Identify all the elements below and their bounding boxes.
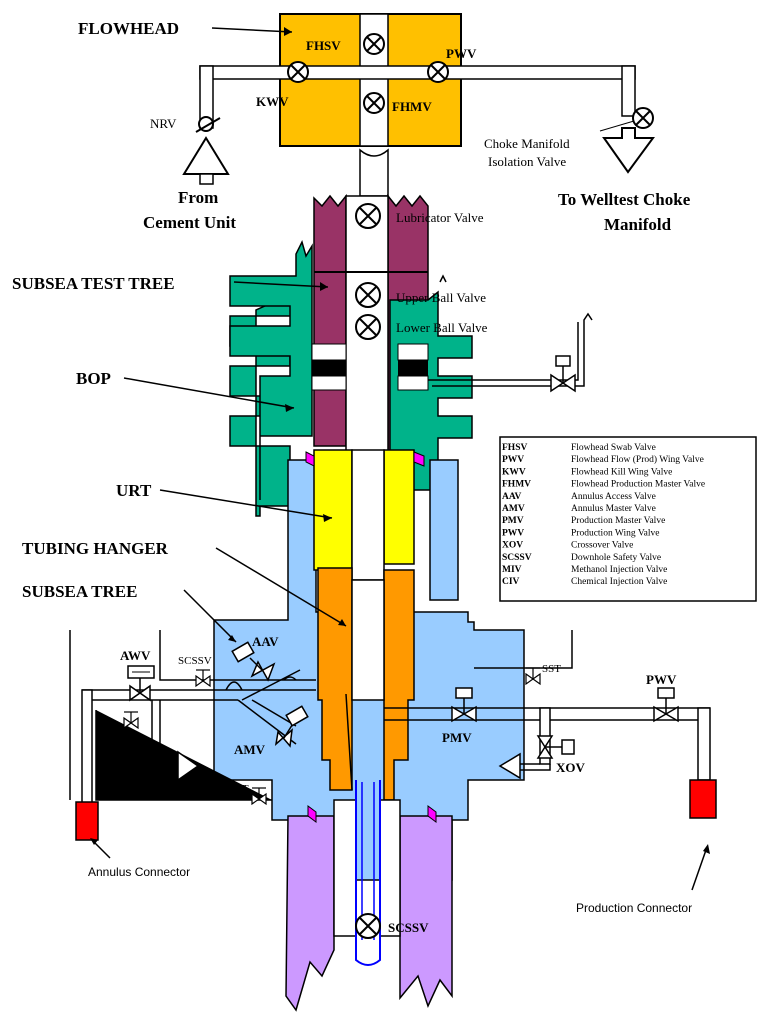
scssv-small-label: SCSSV (178, 655, 212, 667)
fhsv-valve-icon (363, 33, 385, 55)
nrv-check-valve-icon (195, 116, 221, 133)
to-choke-manifold-arrow-icon (602, 127, 655, 174)
legend-abbr: PWV (502, 455, 524, 465)
annulus-connector-block (75, 801, 99, 841)
production-connector-arrowhead (703, 844, 710, 854)
fhmv-valve-icon (363, 92, 385, 114)
pmv-valve-icon (451, 687, 477, 723)
legend-desc: Annulus Access Valve (571, 492, 656, 502)
pwv-right-label: PWV (646, 672, 677, 687)
legend-abbr: FHSV (502, 443, 527, 453)
tct-label: TCT (124, 737, 145, 749)
legend-desc: Methanol Injection Valve (571, 565, 667, 575)
awv-label: AWV (120, 648, 151, 663)
legend-abbr: AAV (502, 492, 521, 502)
legend-abbr: SCSSV (502, 553, 532, 563)
awv-valve-icon (127, 665, 155, 702)
legend-desc: Production Wing Valve (571, 528, 659, 538)
lubricator-valve-label: Lubricator Valve (396, 210, 484, 225)
legend-desc: Flowhead Kill Wing Valve (571, 467, 672, 477)
legend-desc: Flowhead Production Master Valve (571, 480, 705, 490)
xov-label: XOV (556, 760, 586, 775)
production-piping (384, 630, 711, 781)
pwv-right-valve-icon (653, 687, 679, 723)
lower-ball-valve-label: Lower Ball Valve (396, 320, 488, 335)
urt-block (305, 449, 425, 581)
nrv-label: NRV (150, 116, 177, 131)
production-connector-block (689, 779, 717, 819)
bop-stack (229, 239, 473, 517)
fhmv-label: FHMV (392, 99, 432, 114)
bop-kill-line (428, 312, 593, 387)
scssv-bottom-valve-icon (355, 913, 381, 939)
legend-desc: Annulus Master Valve (571, 504, 656, 514)
label-arrowheads (228, 27, 346, 642)
sst-label: SST (542, 663, 561, 675)
annulus-connector-arrowhead (90, 838, 98, 845)
vxt-valve-icon (251, 787, 267, 806)
from-cement-line2: Cement Unit (143, 213, 236, 232)
production-connector-label: Production Connector (576, 901, 692, 915)
legend-box (499, 436, 757, 602)
legend-abbr: FHMV (502, 480, 531, 490)
pmv-label: PMV (442, 730, 472, 745)
legend-desc: Downhole Safety Valve (571, 552, 661, 563)
legend-abbr: PMV (502, 516, 524, 526)
label-leaders (123, 27, 347, 643)
xov-valve-icon (536, 735, 575, 759)
aav-label: AAV (252, 634, 279, 649)
choke-iso-line2: Isolation Valve (488, 154, 566, 169)
legend-abbr: XOV (502, 541, 523, 551)
legend-desc: Production Master Valve (571, 516, 665, 526)
legend-abbr: PWV (502, 528, 524, 538)
choke-iso-line1: Choke Manifold (484, 136, 570, 151)
pwv-top-label: PWV (446, 46, 477, 61)
choke-label-leader (599, 120, 635, 132)
upper-ball-valve-label: Upper Ball Valve (396, 290, 486, 305)
urt-label: URT (116, 481, 152, 500)
legend-abbr: AMV (502, 504, 525, 514)
lower-ball-valve-icon (355, 314, 381, 340)
bop-side-valve-icon (550, 355, 576, 393)
choke-isolation-valve-icon (632, 107, 654, 129)
legend-desc: Flowhead Swab Valve (571, 443, 656, 453)
legend-abbr: KWV (502, 467, 526, 477)
legend-desc: Flowhead Flow (Prod) Wing Valve (571, 454, 704, 465)
amv-valve-icon (274, 705, 309, 748)
from-cement-line1: From (178, 188, 218, 207)
flowhead-label: FLOWHEAD (78, 19, 179, 38)
legend-abbr: CIV (502, 577, 520, 587)
legend-desc: Crossover Valve (571, 541, 633, 551)
legend-desc: Chemical Injection Valve (571, 577, 667, 587)
sst-valve-icon (525, 667, 541, 686)
legend-abbr: MIV (502, 565, 522, 575)
tct-valve-icon (123, 711, 139, 730)
cement-unit-arrow-icon (182, 136, 230, 185)
scssv-bottom-label: SCSSV (388, 920, 429, 935)
annulus-connector-label: Annulus Connector (88, 865, 190, 879)
fhsv-label: FHSV (306, 38, 341, 53)
vxt-label: VXT (226, 783, 249, 795)
production-connector-leader (691, 849, 707, 891)
wellhead-block (285, 780, 453, 1012)
lubricator-valve-icon (355, 203, 381, 229)
kwv-valve-icon (287, 61, 309, 83)
pwv-top-valve-icon (427, 61, 449, 83)
upper-ball-valve-icon (355, 282, 381, 308)
tubing-hanger-label: TUBING HANGER (22, 539, 169, 558)
amv-label: AMV (234, 742, 266, 757)
bop-label: BOP (76, 369, 111, 388)
subsea-test-tree-label: SUBSEA TEST TREE (12, 274, 175, 293)
aav-valve-icon (231, 641, 276, 682)
subsea-tree-label: SUBSEA TREE (22, 582, 137, 601)
to-choke-line1: To Welltest Choke (558, 190, 691, 209)
to-choke-line2: Manifold (604, 215, 672, 234)
scssv-small-valve-icon (195, 669, 211, 688)
kwv-label: KWV (256, 94, 289, 109)
